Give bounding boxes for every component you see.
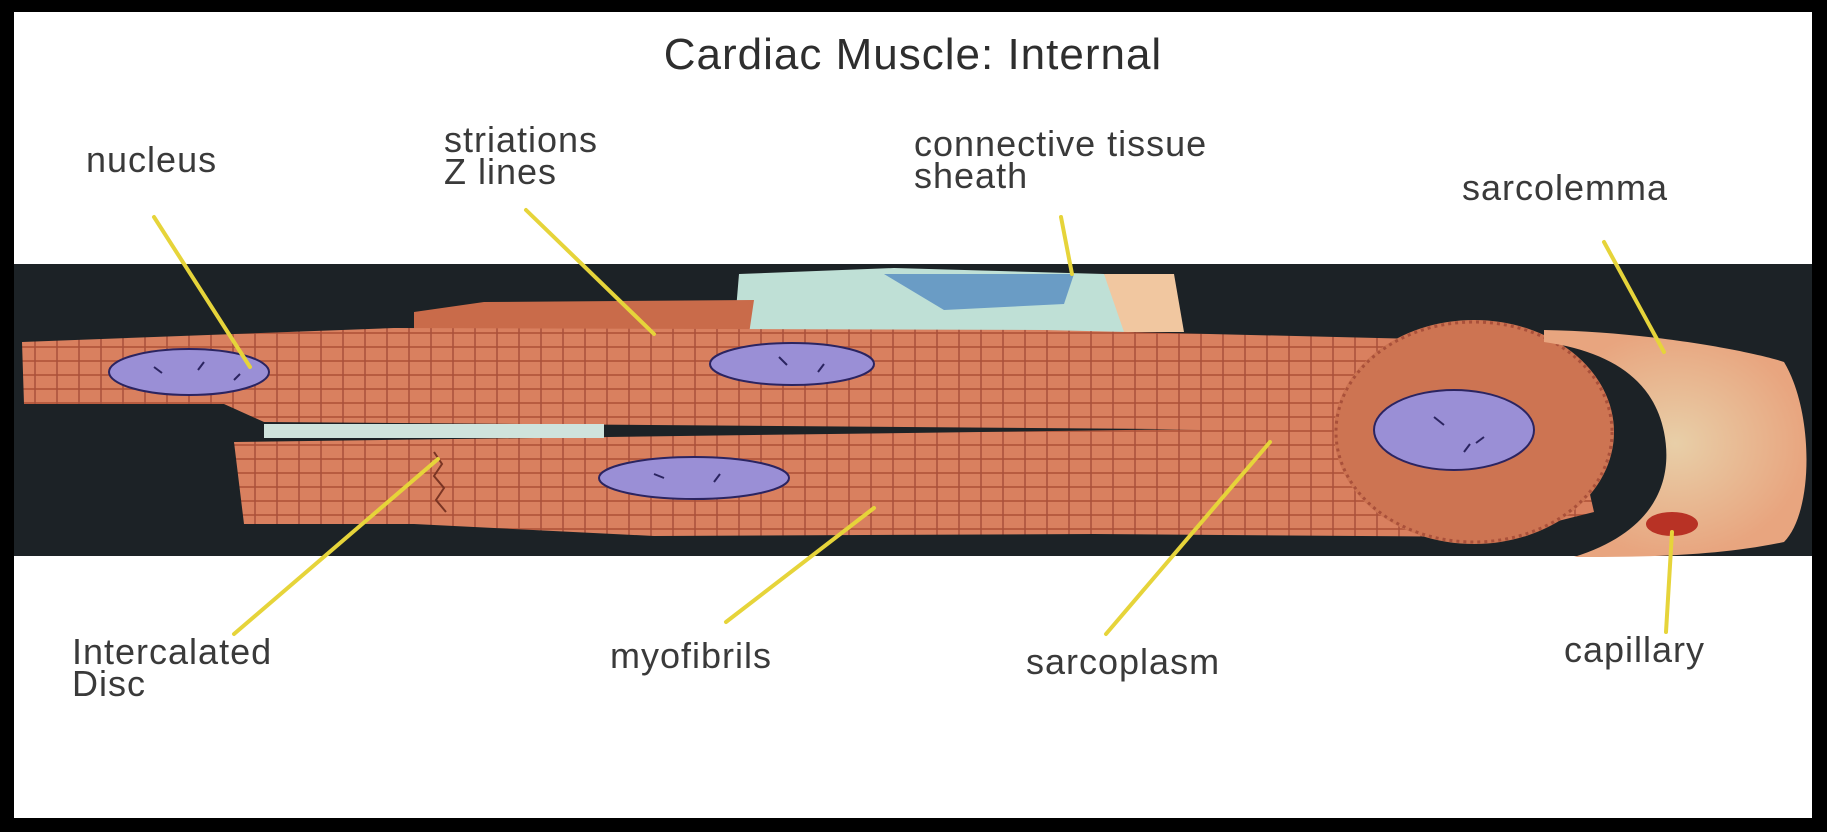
nucleus-3 [599, 457, 789, 499]
nucleus-4 [1374, 390, 1534, 470]
label-sarcoplasm: sarcoplasm [1026, 642, 1220, 682]
diagram-title: Cardiac Muscle: Internal [14, 30, 1812, 80]
diagram-frame: Cardiac Muscle: Internal nucleus striati… [14, 12, 1812, 818]
label-z-lines: Z lines [444, 152, 557, 192]
cardiac-muscle-illustration [14, 12, 1812, 818]
label-nucleus: nucleus [86, 140, 217, 180]
label-disc: Disc [72, 664, 146, 704]
nucleus-2 [710, 343, 874, 385]
label-capillary: capillary [1564, 630, 1705, 670]
label-myofibrils: myofibrils [610, 636, 772, 676]
fiber-gap [264, 424, 604, 438]
label-sarcolemma: sarcolemma [1462, 168, 1668, 208]
label-sheath: sheath [914, 156, 1028, 196]
